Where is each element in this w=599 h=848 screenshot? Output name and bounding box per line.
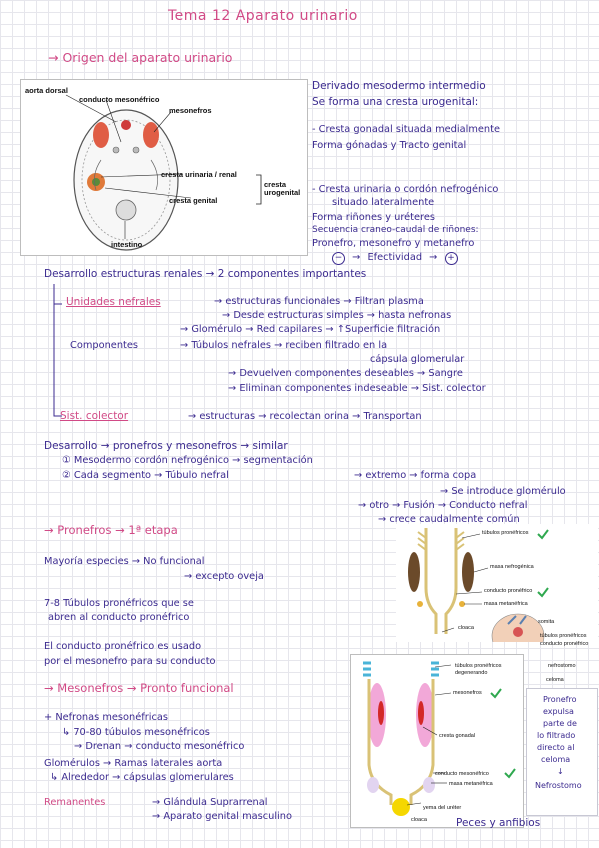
side-note-line-1: Pronefro — [543, 695, 577, 704]
remanentes-aparato: → Aparato genital masculino — [152, 811, 292, 822]
fig2-label-conducto: conducto pronéfrico — [484, 588, 533, 594]
desarrollo-main: Desarrollo estructuras renales → 2 compo… — [44, 268, 367, 280]
fig4-label-masa-metanefrica: masa metanéfrica — [449, 781, 493, 787]
intro-line-2: Se forma una cresta urogenital: — [312, 96, 479, 108]
unidades-nefrales-label: Unidades nefrales — [66, 296, 161, 308]
side-note-line-5: directo al — [537, 743, 575, 752]
eliminan-line: → Eliminan componentes indeseable → Sist… — [228, 383, 486, 394]
side-note-line-6: celoma — [541, 755, 571, 764]
pronefros-mayoria: Mayoría especies → No funcional — [44, 556, 205, 567]
side-note-line-2: expulsa — [543, 707, 574, 716]
side-note-line-4: lo filtrado — [537, 731, 576, 740]
fig3-label-somita: somita — [538, 619, 555, 625]
intro-effectividad: − → Efectividad → + — [332, 252, 458, 265]
intro-line-9: Pronefro, mesonefro y metanefro — [312, 238, 475, 249]
mesonefros-tubulos: ↳ 70-80 túbulos mesonéfricos — [62, 727, 210, 738]
desarrollo2-main: Desarrollo → pronefros y mesonefros → si… — [44, 440, 288, 452]
intro-line-8: Secuencia craneo-caudal de riñones: — [312, 225, 479, 235]
fig3-label-celoma: celoma — [546, 677, 564, 683]
embryo-cross-section-drawing — [65, 94, 262, 251]
pronefros-excepto: → excepto oveja — [184, 571, 264, 582]
intro-line-6: situado lateralmente — [332, 197, 435, 208]
intro-line-4: Forma gónadas y Tracto genital — [312, 140, 467, 151]
fig2-label-tubulos: túbulos pronéfricos — [482, 530, 529, 536]
intro-line-5: - Cresta urinaria o cordón nefrogénico — [312, 184, 499, 195]
section-title-origen: → Origen del aparato urinario — [48, 50, 233, 65]
page-title: Tema 12 Aparato urinario — [168, 8, 358, 24]
desarrollo2-step1: ① Mesodermo cordón nefrogénico → segment… — [62, 455, 313, 466]
label-cresta-genital: cresta genital — [169, 196, 218, 205]
label-conducto-mesonefrico: conducto mesonéfrico — [79, 95, 160, 104]
pronefros-conducto-2: por el mesonefro para su conducto — [44, 656, 216, 667]
label-cresta-urogenital: cresta urogenital — [264, 180, 301, 197]
mesonefros-drenan: → Drenan → conducto mesonéfrico — [74, 741, 245, 752]
figure-embryo-cross-section: aorta dorsal conducto mesonéfrico mesone… — [20, 79, 308, 256]
intro-line-1: Derivado mesodermo intermedio — [312, 80, 486, 92]
fig3-label-conducto: conducto pronéfrico — [540, 641, 589, 647]
intro-line-7: Forma riñones y uréteres — [312, 212, 435, 223]
fig3-label-tubulos: túbulos pronéfricos — [540, 633, 587, 639]
mesonefros-alrededor: ↳ Alrededor → cápsulas glomerulares — [50, 772, 234, 783]
remanentes-label: Remanentes — [44, 797, 106, 808]
fig2-label-cloaca: cloaca — [458, 625, 474, 631]
label-mesonefros: mesonefros — [169, 106, 212, 115]
glomerulo-line: → Glomérulo → Red capilares → ↑Superfici… — [180, 324, 441, 335]
mesonefros-title: → Mesonefros → Pronto funcional — [44, 681, 234, 695]
desarrollo2-glomerulo: → Se introduce glomérulo — [440, 486, 566, 497]
peces-anfibios: Peces y anfibios — [456, 817, 541, 829]
side-note-arrow: ↓ — [557, 767, 564, 776]
estructuras-funcionales: → estructuras funcionales → Filtran plas… — [214, 296, 424, 307]
desarrollo2-step2: ② Cada segmento → Túbulo nefral — [62, 470, 229, 481]
fig2-label-masa-nefrogenica: masa nefrogénica — [490, 564, 534, 570]
devuelven-line: → Devuelven componentes deseables → Sang… — [228, 368, 463, 379]
desarrollo2-crece: → crece caudalmente común — [378, 514, 520, 525]
plus-circle-icon: + — [444, 252, 458, 265]
fig4-label-yema-ureter: yema del uréter — [423, 805, 462, 811]
fig4-label-conducto: conducto mesonéfrico — [435, 771, 489, 777]
fig4-label-cresta-gonadal: cresta gonadal — [439, 733, 476, 739]
tubulos-line: → Túbulos nefrales → reciben filtrado en… — [180, 340, 388, 351]
side-note-line-8: Nefrostomo — [535, 781, 582, 790]
check-icon — [537, 587, 549, 598]
effectividad-label: Efectividad — [367, 252, 423, 263]
label-aorta-dorsal: aorta dorsal — [25, 86, 68, 95]
minus-circle-icon: − — [332, 252, 345, 265]
check-icon — [504, 768, 516, 779]
pronefros-drawing — [408, 528, 545, 642]
figure-mesonefros: túbulos pronéfricos degenerando mesonefr… — [350, 654, 524, 828]
fig4-label-cloaca: cloaca — [411, 817, 427, 823]
estructuras-simples: → Desde estructuras simples → hasta nefr… — [222, 310, 452, 321]
check-icon — [537, 529, 549, 540]
side-note-line-3: parte de — [543, 719, 577, 728]
sist-colector-text: → estructuras → recolectan orina → Trans… — [188, 411, 422, 422]
label-intestino: intestino — [111, 240, 143, 249]
mesonefros-drawing — [363, 661, 452, 816]
intro-line-3: - Cresta gonadal situada medialmente — [312, 124, 500, 135]
mesonefros-nefronas: + Nefronas mesonéfricas — [44, 712, 168, 723]
fig3-label-nefrostomo: nefrostomo — [548, 663, 576, 669]
fig4-label-tubulos: túbulos pronéfricos — [455, 663, 502, 669]
fig4-label-mesonefros: mesonefros — [453, 690, 482, 696]
desarrollo2-extremo: → extremo → forma copa — [354, 470, 477, 481]
remanentes-glandula: → Glándula Suprarrenal — [152, 797, 268, 808]
figure-pronefros: túbulos pronéfricos masa nefrogénica con… — [396, 524, 598, 642]
check-icon — [490, 688, 502, 699]
pronefros-conducto-1: El conducto pronéfrico es usado — [44, 641, 202, 652]
desarrollo2-otro: → otro → Fusión → Conducto nefral — [358, 500, 528, 511]
componentes-label: Componentes — [70, 340, 139, 351]
bracket-desarrollo — [53, 284, 62, 417]
label-cresta-urinaria: cresta urinaria / renal — [161, 170, 237, 179]
mesonefros-glomerulos: Glomérulos → Ramas laterales aorta — [44, 758, 223, 769]
pronefros-tubulos-2: abren al conducto pronéfrico — [48, 612, 190, 623]
sist-colector-label: Sist. colector — [60, 410, 129, 422]
side-note-box: Pronefro expulsa parte de lo filtrado di… — [526, 688, 598, 816]
fig2-label-masa-metanefrica: masa metanéfrica — [484, 601, 528, 607]
pronefros-title: → Pronefros → 1ª etapa — [44, 523, 178, 537]
capsula-line: cápsula glomerular — [370, 354, 465, 365]
fig4-label-degenerando: degenerando — [455, 670, 488, 676]
pronefros-tubulos-1: 7-8 Túbulos pronéfricos que se — [44, 598, 194, 609]
